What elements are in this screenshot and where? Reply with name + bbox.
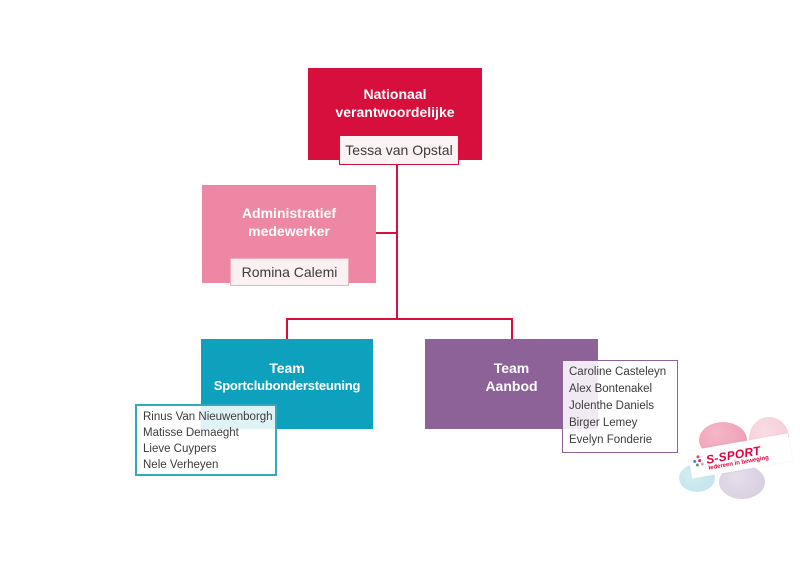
connector-branch xyxy=(286,318,513,320)
connector-stub-right xyxy=(511,318,513,339)
role-label: verantwoordelijke xyxy=(335,104,455,120)
member-name: Caroline Casteleyn xyxy=(569,366,667,378)
role-label: Team xyxy=(493,360,530,376)
role-label: medewerker xyxy=(248,223,330,239)
member-name: Nele Verheyen xyxy=(143,459,219,471)
role-label: Administratief xyxy=(241,205,337,221)
member-name: Lieve Cuypers xyxy=(143,443,217,455)
member-name: Matisse Demaeght xyxy=(143,427,239,439)
person-name-tag: Romina Calemi xyxy=(230,258,349,286)
member-name: Rinus Van Nieuwenborgh xyxy=(143,411,273,423)
member-name: Birger Lemey xyxy=(569,417,638,429)
connector-stub-left xyxy=(286,318,288,339)
s-sport-logo: S-SPORT Iedereen in beweging xyxy=(675,413,795,505)
logo-dots-icon xyxy=(692,454,705,467)
member-name: Alex Bontenakel xyxy=(569,383,653,395)
connector-admin-link xyxy=(376,232,396,234)
role-label: Aanbod xyxy=(485,378,538,394)
role-label: Sportclubondersteuning xyxy=(213,378,361,393)
connector-trunk xyxy=(396,164,398,318)
member-name: Jolenthe Daniels xyxy=(569,400,655,412)
person-name-tag: Tessa van Opstal xyxy=(339,135,459,165)
role-label: Team xyxy=(269,360,305,376)
role-label: Nationaal xyxy=(363,86,427,102)
member-name: Evelyn Fonderie xyxy=(569,434,653,446)
